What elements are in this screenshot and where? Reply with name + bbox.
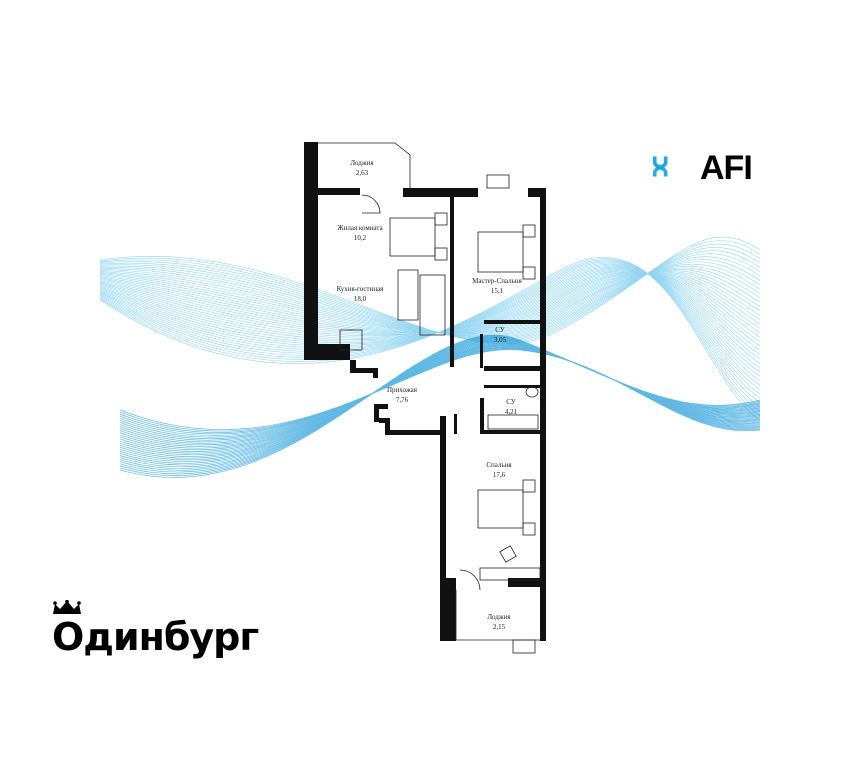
room-name: Спальня [486,461,512,469]
room-area: 2,63 [355,169,369,177]
room-name: Лоджия [487,613,511,621]
afi-logo-text: AFI [700,149,753,187]
room-name: Кухня-гостиная [336,285,384,293]
room-area: 18,0 [353,295,367,303]
room-name: СУ [495,326,505,334]
room-name: Жилая комната [337,224,383,232]
odinburg-logo-text: Одинбург [52,615,259,659]
room-label-master-bedroom: Мастер-Спальня 15,1 [472,276,522,296]
room-name: Лоджия [350,159,374,167]
crown-icon [53,600,81,614]
room-area: 3,05 [493,336,507,344]
room-label-loggia-top: Лоджия 2,63 [350,158,373,178]
room-name: Прихожая [386,386,418,394]
room-label-bedroom: Спальня 17,6 [486,460,511,480]
room-label-bathroom-2: СУ 4,21 [505,397,517,417]
room-label-kitchen-living: Кухня-гостиная 18,0 [337,284,384,304]
room-area: 17,6 [492,471,506,479]
room-name: СУ [506,398,516,406]
afi-logo-icon [652,156,668,177]
room-area: 15,1 [490,287,504,295]
room-label-hallway: Прихожая 7,76 [387,385,417,405]
room-area: 7,76 [395,396,409,404]
room-label-loggia-bottom: Лоджия 2,15 [487,612,510,632]
room-name: Мастер-Спальня [472,277,522,285]
room-area: 2,15 [492,623,506,631]
room-area: 4,21 [504,408,518,416]
room-label-living-room: Жилая комната 10,2 [337,223,382,243]
room-area: 10,2 [353,234,367,242]
room-label-bathroom-1: СУ 3,05 [494,325,506,345]
